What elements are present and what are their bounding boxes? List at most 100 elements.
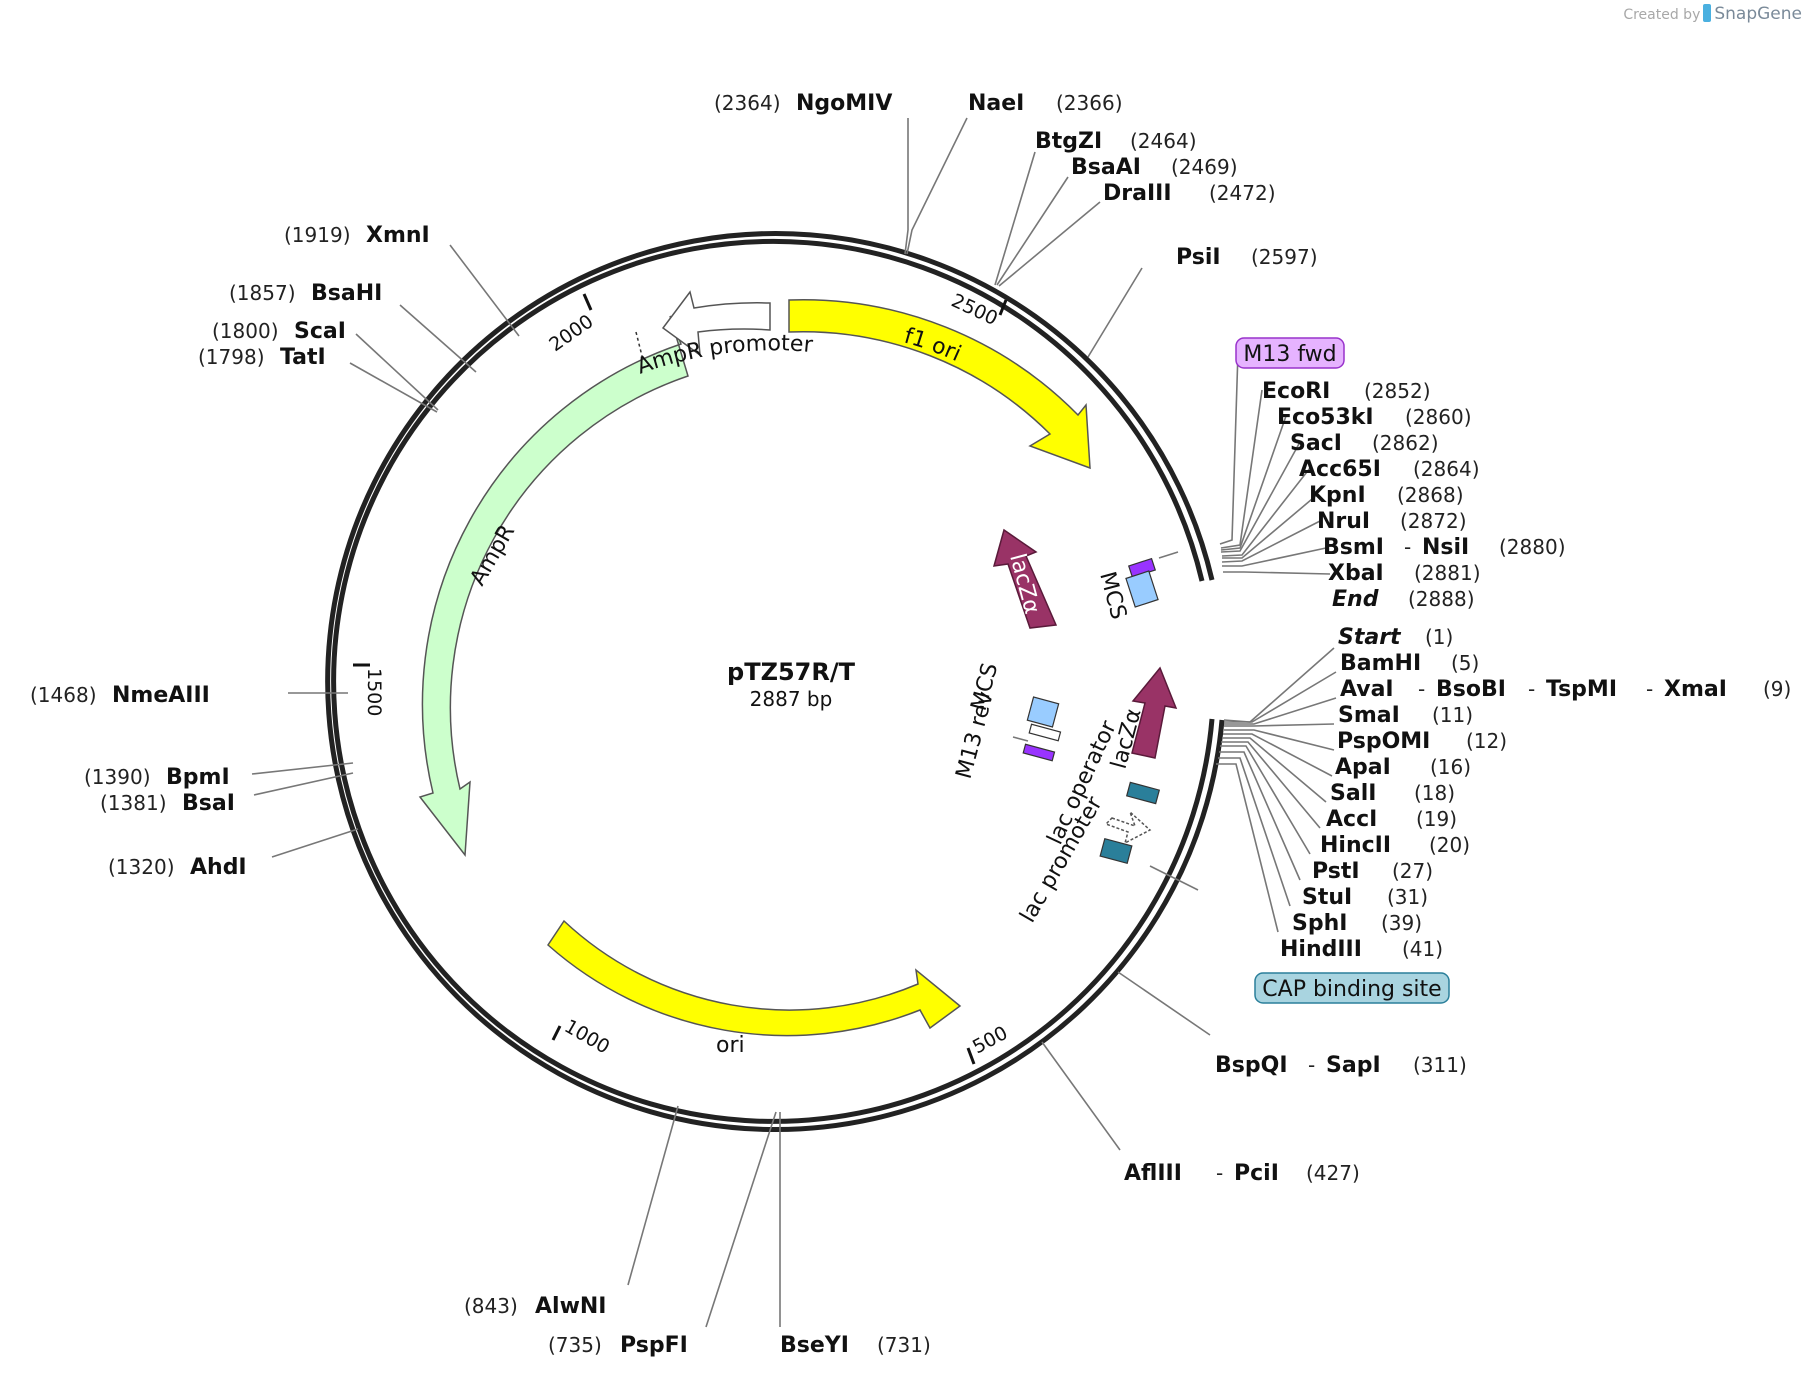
site-bamhi[interactable]: BamHI (5) <box>1340 651 1479 676</box>
site-smai[interactable]: SmaI (11) <box>1338 703 1473 728</box>
site-start[interactable]: Start (1) <box>1338 625 1453 650</box>
svg-text:(1919): (1919) <box>284 223 351 247</box>
svg-text:SapI: SapI <box>1326 1053 1381 1078</box>
site-pspomi[interactable]: PspOMI (12) <box>1337 729 1507 754</box>
site-bsahi[interactable]: (1857) BsaHI <box>229 281 382 306</box>
site-hindiii[interactable]: HindIII (41) <box>1280 937 1443 962</box>
site-pspfi[interactable]: (735) PspFI <box>548 1333 688 1358</box>
svg-text:(41): (41) <box>1402 937 1443 961</box>
site-bspqi-sapi[interactable]: BspQI - SapI (311) <box>1215 1053 1467 1078</box>
cap-binding-site[interactable]: CAP binding site <box>1254 972 1450 1004</box>
backbone <box>325 231 1225 1133</box>
site-ngomiv[interactable]: (2364) NgoMIV <box>714 91 892 116</box>
site-bsai[interactable]: (1381) BsaI <box>100 791 235 816</box>
ori-feature: ori <box>547 919 962 1058</box>
site-naei[interactable]: NaeI (2366) <box>968 91 1123 116</box>
site-afliii-pcii[interactable]: AflIII - PciI (427) <box>1124 1161 1360 1186</box>
svg-text:-: - <box>1646 677 1653 701</box>
site-avai-group[interactable]: AvaI - BsoBI - TspMI - XmaI (9) <box>1340 677 1791 702</box>
site-xmni[interactable]: (1919) XmnI <box>284 223 430 248</box>
site-sphi[interactable]: SphI (39) <box>1292 911 1422 936</box>
site-apai[interactable]: ApaI (16) <box>1335 755 1471 780</box>
site-ahdi[interactable]: (1320) AhdI <box>108 855 247 880</box>
svg-text:(2872): (2872) <box>1400 509 1467 533</box>
tick-label-1000: 1000 <box>561 1015 614 1058</box>
svg-text:SacI: SacI <box>1290 431 1342 456</box>
svg-text:BseYI: BseYI <box>780 1333 849 1358</box>
site-sali[interactable]: SalI (18) <box>1330 781 1455 806</box>
svg-text:PstI: PstI <box>1312 859 1360 884</box>
svg-text:NaeI: NaeI <box>968 91 1024 116</box>
svg-text:ScaI: ScaI <box>294 319 346 344</box>
site-stui[interactable]: StuI (31) <box>1302 885 1428 910</box>
svg-text:(19): (19) <box>1416 807 1457 831</box>
site-acc65i[interactable]: Acc65I (2864) <box>1299 457 1480 482</box>
site-psii[interactable]: PsiI (2597) <box>1176 245 1318 270</box>
svg-text:(1): (1) <box>1425 625 1453 649</box>
ampr-feature: AmpR <box>418 315 689 858</box>
svg-text:Eco53kI: Eco53kI <box>1277 405 1374 430</box>
site-kpni[interactable]: KpnI (2868) <box>1309 483 1464 508</box>
svg-text:HincII: HincII <box>1320 833 1391 858</box>
svg-text:(2364): (2364) <box>714 91 781 115</box>
svg-text:(1381): (1381) <box>100 791 167 815</box>
svg-text:BspQI: BspQI <box>1215 1053 1288 1078</box>
site-draiii[interactable]: DraIII (2472) <box>1103 181 1276 206</box>
site-bsmi-nsii[interactable]: BsmI - NsiI (2880) <box>1323 535 1566 560</box>
credit-prefix: Created by <box>1623 7 1701 23</box>
svg-text:SmaI: SmaI <box>1338 703 1400 728</box>
svg-text:AlwNI: AlwNI <box>535 1294 607 1319</box>
site-end[interactable]: End (2888) <box>1332 587 1475 612</box>
svg-text:(731): (731) <box>877 1333 931 1357</box>
svg-text:-: - <box>1528 677 1535 701</box>
site-bsaai[interactable]: BsaAI (2469) <box>1071 155 1238 180</box>
svg-text:CAP binding site: CAP binding site <box>1262 977 1441 1002</box>
svg-text:NsiI: NsiI <box>1422 535 1469 560</box>
site-hincii[interactable]: HincII (20) <box>1320 833 1470 858</box>
svg-text:-: - <box>1216 1161 1223 1185</box>
svg-text:(2880): (2880) <box>1499 535 1566 559</box>
svg-text:(2464): (2464) <box>1130 129 1197 153</box>
svg-text:(311): (311) <box>1413 1053 1467 1077</box>
site-scai[interactable]: (1800) ScaI <box>212 319 346 344</box>
site-psti[interactable]: PstI (27) <box>1312 859 1433 884</box>
svg-text:XmaI: XmaI <box>1664 677 1727 702</box>
plasmid-size: 2887 bp <box>750 687 833 711</box>
svg-text:(20): (20) <box>1429 833 1470 857</box>
site-acci[interactable]: AccI (19) <box>1326 807 1457 832</box>
site-bseyi[interactable]: BseYI (731) <box>780 1333 931 1358</box>
site-alwni[interactable]: (843) AlwNI <box>464 1294 607 1319</box>
svg-text:ApaI: ApaI <box>1335 755 1391 780</box>
svg-text:(1857): (1857) <box>229 281 296 305</box>
svg-text:(2852): (2852) <box>1364 379 1431 403</box>
svg-text:HindIII: HindIII <box>1280 937 1362 962</box>
svg-text:DraIII: DraIII <box>1103 181 1172 206</box>
svg-text:BsoBI: BsoBI <box>1436 677 1506 702</box>
svg-text:(27): (27) <box>1392 859 1433 883</box>
svg-text:(735): (735) <box>548 1333 602 1357</box>
site-btgzi[interactable]: BtgZI (2464) <box>1035 129 1197 154</box>
snapgene-logo-icon <box>1703 4 1712 22</box>
svg-text:XmnI: XmnI <box>366 223 430 248</box>
tick-2500 <box>998 299 1008 316</box>
site-eco53ki[interactable]: Eco53kI (2860) <box>1277 405 1472 430</box>
svg-text:End: End <box>1332 587 1379 612</box>
m13-fwd-primer[interactable]: M13 fwd <box>1235 337 1345 369</box>
site-bpmi[interactable]: (1390) BpmI <box>84 765 230 790</box>
svg-text:PspFI: PspFI <box>620 1333 688 1358</box>
site-ecori[interactable]: EcoRI (2852) <box>1262 379 1431 404</box>
svg-text:(2860): (2860) <box>1405 405 1472 429</box>
svg-text:(2472): (2472) <box>1209 181 1276 205</box>
site-nmeaiii[interactable]: (1468) NmeAIII <box>30 683 210 708</box>
svg-text:(843): (843) <box>464 1294 518 1318</box>
site-saci[interactable]: SacI (2862) <box>1290 431 1439 456</box>
svg-text:(1320): (1320) <box>108 855 175 879</box>
svg-text:(2469): (2469) <box>1171 155 1238 179</box>
site-xbai[interactable]: XbaI (2881) <box>1328 561 1481 586</box>
site-nrui[interactable]: NruI (2872) <box>1317 509 1467 534</box>
tick-1000 <box>551 1025 562 1041</box>
site-tati[interactable]: (1798) TatI <box>198 345 326 370</box>
